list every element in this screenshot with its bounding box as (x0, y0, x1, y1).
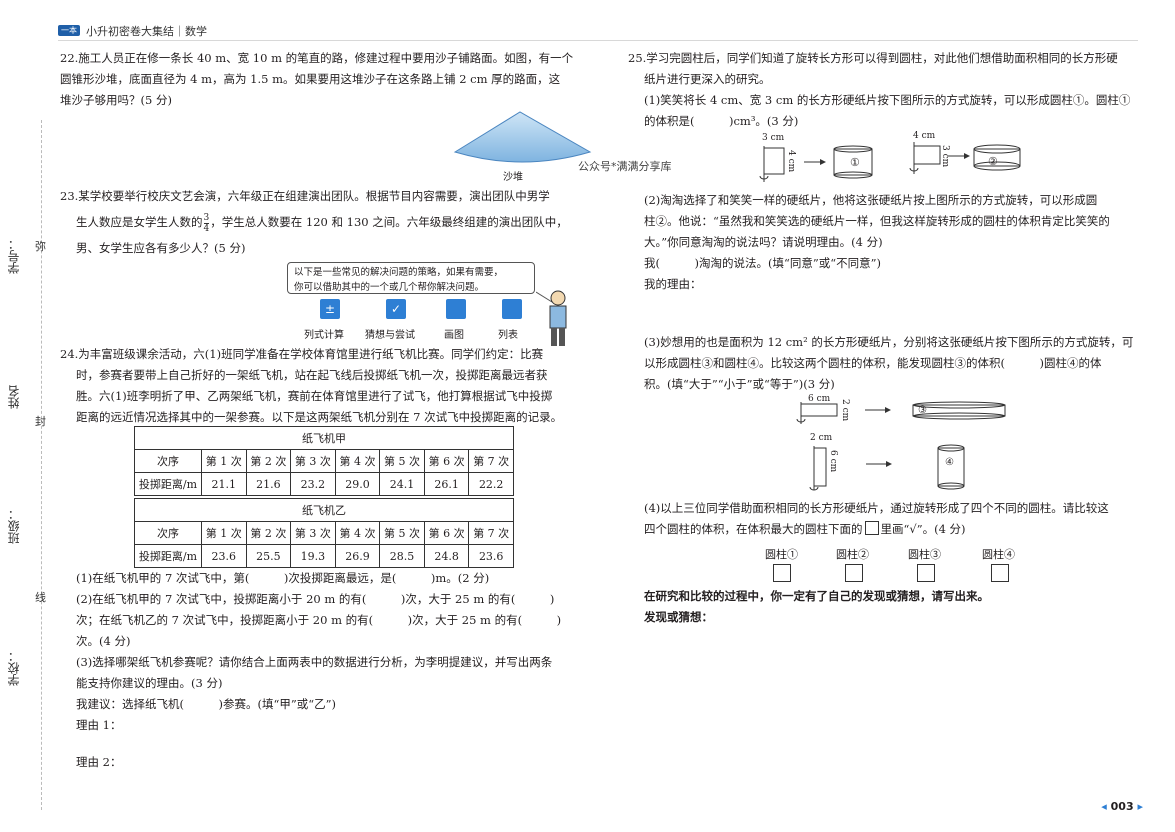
header-title: 小升初密卷大集结｜数学 (86, 25, 207, 38)
cylinder-choice-label: 圆柱③ (908, 548, 941, 561)
q24-part3: (3)选择哪架纸飞机参赛呢？请你结合上面两表中的数据进行分析，为李明提建议，并写… (76, 655, 553, 669)
table-title: 纸飞机甲 (134, 426, 514, 450)
cylinder-choice-label: 圆柱① (765, 548, 798, 561)
drawing-icon (446, 299, 466, 319)
q25-part5: 在研究和比较的过程中，你一定有了自己的发现或猜想，请写出来。 发现或猜想： (644, 589, 989, 624)
cylinder-choice-label: 圆柱② (836, 548, 869, 561)
name-label: 姓名 (7, 385, 21, 409)
page-number: ◂ 003 ▸ (1101, 800, 1143, 813)
q25-part2: (2)淘淘选择了和笑笑一样的硬纸片，他将这张硬纸片按上图所示的方式旋转，可以形成… (644, 193, 1110, 291)
strategy-icons: ± ✓ 列式计算 猜想与尝试 画图 列表 (290, 296, 540, 346)
fig2-top-label: 4 cm (913, 131, 936, 141)
q24-part2: (2)在纸飞机甲的 7 次试飞中，投掷距离小于 20 m 的有( )次，大于 2… (76, 592, 555, 606)
strategy-label: 画图 (444, 330, 464, 341)
cylinder-choice-label: 圆柱④ (982, 548, 1015, 561)
reason-2-label: 理由 2： (76, 755, 122, 769)
watermark: 公众号*满满分享库 (578, 160, 672, 173)
cylinder-2-checkbox[interactable] (845, 564, 863, 582)
cylinder-4-label: ④ (945, 457, 954, 468)
series-logo: 一本 (58, 25, 80, 36)
fig3-side-label: 2 cm (840, 399, 850, 422)
table-title: 纸飞机乙 (134, 498, 514, 522)
seal-mark-feng: 封 (35, 415, 46, 428)
prev-page-icon: ◂ (1101, 800, 1107, 813)
cylinder-4-checkbox[interactable] (991, 564, 1009, 582)
rotation-figure-4 (809, 444, 965, 491)
rotation-figure-1 (759, 145, 873, 182)
fig1-side-label: 4 cm (786, 150, 796, 173)
guess-check-icon: ✓ (386, 299, 406, 319)
cylinder-3-checkbox[interactable] (917, 564, 935, 582)
seal-mark-mi: 弥 (35, 240, 46, 253)
strategy-label: 列表 (498, 330, 518, 341)
next-page-icon: ▸ (1137, 800, 1143, 813)
sand-pile-figure (453, 111, 592, 163)
table-plane-b: 纸飞机乙 次序 第 1 次第 2 次 第 3 次第 4 次 第 5 次第 6 次… (134, 498, 514, 568)
fraction-denominator: 4 (203, 223, 210, 234)
inline-checkbox-icon (864, 521, 879, 535)
rotation-figure-3 (796, 401, 1006, 424)
seal-mark-xian: 线 (35, 591, 46, 604)
q25-part3: (3)妙想用的也是面积为 12 cm² 的长方形硬纸片，分别将这张硬纸片按下图所… (644, 335, 1134, 391)
reason-1-label: 理由 1： (76, 718, 122, 732)
binding-line (41, 120, 43, 810)
table-header-row: 次序 第 1 次第 2 次 第 3 次第 4 次 第 5 次第 6 次 第 7 … (134, 449, 514, 473)
fig1-top-label: 3 cm (762, 133, 785, 143)
cylinder-3-label: ③ (918, 405, 927, 416)
sand-pile-label: 沙堆 (503, 172, 523, 183)
calculation-icon: ± (320, 299, 340, 319)
q25-intro: 25.学习完圆柱后，同学们知道了旋转长方形可以得到圆柱，对此他们想借助面积相同的… (628, 51, 1131, 128)
header-divider (58, 40, 1138, 41)
table-icon (502, 299, 522, 319)
q23-line1: 23.某学校要举行校庆文艺会演，六年级正在组建演出团队。根据节目内容需要，演出团… (60, 189, 550, 203)
class-label: 班级： (7, 508, 21, 544)
q25-part4: (4)以上三位同学借助面积相同的长方形硬纸片，通过旋转形成了四个不同的圆柱。请比… (644, 501, 1109, 536)
school-label: 学校： (7, 650, 21, 686)
strategy-label: 列式计算 (304, 330, 344, 341)
teacher-figure-icon (536, 290, 567, 346)
cylinder-2-label: ② (988, 155, 998, 168)
strategy-hint-box: 以下是一些常见的解决问题的策略，如果有需要， 你可以借助其中的一个或几个帮你解决… (287, 262, 535, 294)
table-header-row: 次序 第 1 次第 2 次 第 3 次第 4 次 第 5 次第 6 次 第 7 … (134, 521, 514, 545)
fig3-top-label: 6 cm (808, 394, 831, 404)
student-no-label: 学号： (7, 238, 21, 274)
q24-subquestions: (1)在纸飞机甲的 7 次试飞中，第( )次投掷距离最远，是( )m。(2 分)… (76, 568, 561, 736)
cylinder-1-label: ① (850, 156, 860, 169)
q24-text: 24.为丰富班级课余活动，六(1)班同学准备在学校体育馆里进行纸飞机比赛。同学们… (60, 347, 563, 424)
q22-text: 22.施工人员正在修一条长 40 m、宽 10 m 的笔直的路，修建过程中要用沙… (60, 51, 574, 107)
fig4-top-label: 2 cm (810, 433, 833, 443)
q24-part1: (1)在纸飞机甲的 7 次试飞中，第( )次投掷距离最远，是( )m。(2 分) (76, 571, 490, 585)
cylinder-1-checkbox[interactable] (773, 564, 791, 582)
table-plane-a: 纸飞机甲 次序 第 1 次第 2 次 第 3 次第 4 次 第 5 次第 6 次… (134, 426, 514, 496)
strategy-label: 猜想与尝试 (365, 330, 415, 341)
fig4-side-label: 6 cm (828, 450, 838, 473)
rotation-figure-2 (909, 142, 1021, 174)
q24-suggestion: 我建议：选择纸飞机( )参赛。(填“甲”或“乙”) (76, 697, 336, 711)
fraction-numerator: 3 (203, 212, 210, 224)
fig2-side-label: 3 cm (940, 145, 950, 168)
q23-line3: 男、女学生应各有多少人？(5 分) (76, 241, 246, 255)
